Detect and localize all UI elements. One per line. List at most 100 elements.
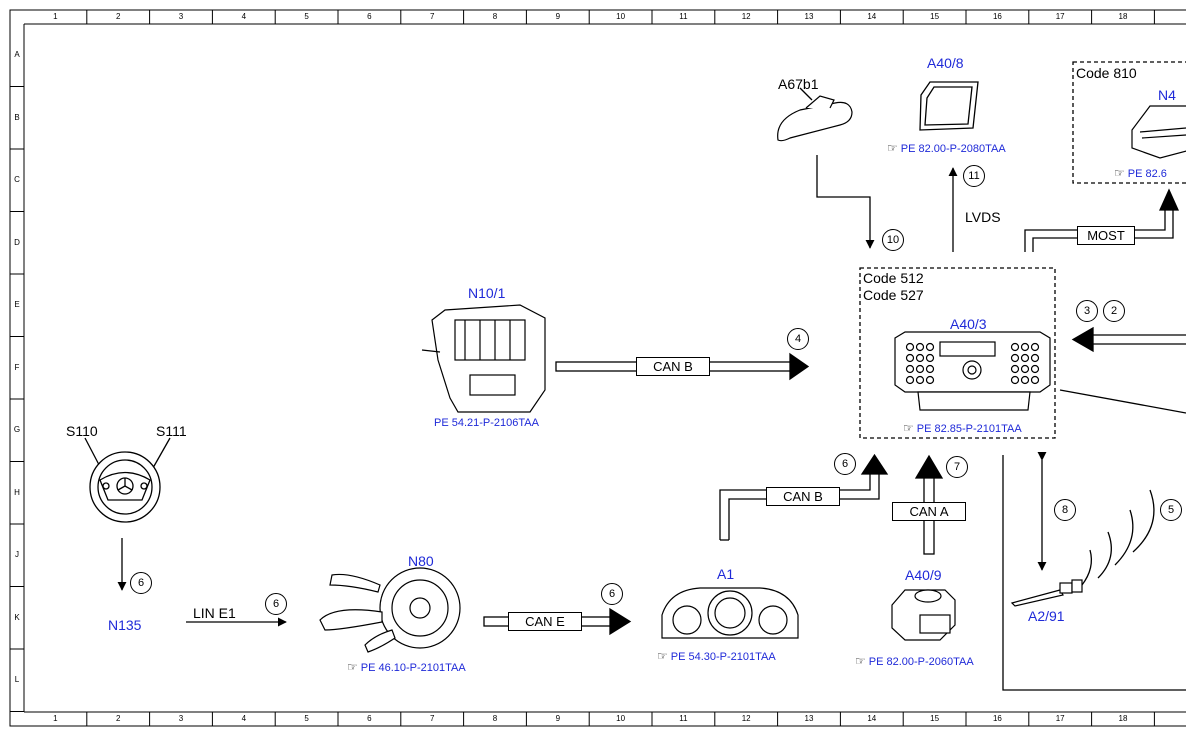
label-n10-1: N10/1 [468,285,506,301]
headunit-button [1030,364,1040,374]
label-a40-9: A40/9 [905,567,942,583]
ref-a40-8-text: PE 82.00-P-2080TAA [900,143,1006,155]
callout-6-lin: 6 [265,593,287,615]
grid-row-label: L [14,675,20,685]
grid-ticks [10,10,1155,726]
headunit-button [915,375,925,385]
label-a1: A1 [717,566,735,582]
grid-col-label: 1 [53,12,58,21]
ref-n80[interactable]: ☞PE 46.10-P-2101TAA [347,661,466,675]
ref-n40-text: PE 82.6 [1127,168,1167,180]
grid-col-label: 7 [429,714,435,723]
ref-a1[interactable]: ☞PE 54.30-P-2101TAA [657,650,776,664]
label-n135: N135 [108,617,142,633]
headunit-button [915,353,925,363]
ref-n10-1[interactable]: PE 54.21-P-2106TAA [434,417,539,429]
headunit-a40-3-drawing [894,331,1051,411]
grid-col-label: 3 [178,12,184,21]
headunit-button [1010,375,1020,385]
headunit-button [1020,342,1030,352]
headunit-button [925,353,935,363]
grid-col-label: 5 [304,12,309,21]
bus-most: MOST [1077,226,1135,245]
grid-col-label: 10 [616,12,626,21]
grid-col-label: 12 [741,12,751,21]
grid-col-label: 18 [1118,12,1128,21]
grid-row-label: H [14,487,20,497]
pointing-hand-icon: ☞ [887,141,898,155]
bus-can-b-1: CAN B [636,357,710,376]
headunit-button [1010,353,1020,363]
grid-col-label: 2 [115,12,121,21]
steering-wheel-drawing [89,451,161,523]
headunit-button [925,364,935,374]
label-a40-3: A40/3 [950,316,987,332]
headunit-button [905,364,915,374]
ref-a40-3-text: PE 82.85-P-2101TAA [916,423,1022,435]
label-n40: N4 [1158,87,1176,103]
grid-row-label: K [14,612,20,622]
grid-row-label: J [15,550,19,560]
callout-6-can-b: 6 [834,453,856,475]
headunit-button [1020,353,1030,363]
pointing-hand-icon: ☞ [903,421,914,435]
grid-col-label: 1 [53,714,58,723]
controller-a40-9-drawing [891,589,956,641]
callout-8: 8 [1054,499,1076,521]
headunit-button [1030,375,1040,385]
pointing-hand-icon: ☞ [657,649,668,663]
label-n80: N80 [408,553,434,569]
headunit-button [1030,342,1040,352]
ref-a40-8[interactable]: ☞PE 82.00-P-2080TAA [887,142,1006,156]
module-n10-1-drawing [421,304,546,413]
ref-n80-text: PE 46.10-P-2101TAA [360,662,466,674]
grid-col-label: 8 [492,12,498,21]
headunit-button [915,364,925,374]
headunit-button [905,375,915,385]
label-s110: S110 [66,423,98,439]
grid-col-label: 10 [616,714,626,723]
headunit-button [1010,364,1020,374]
grid-col-label: 15 [930,12,940,21]
grid-col-label: 2 [115,714,121,723]
ref-a40-9-text: PE 82.00-P-2060TAA [868,656,974,668]
grid-col-label: 5 [304,714,309,723]
label-s111: S111 [156,423,187,439]
callout-5: 5 [1160,499,1182,521]
grid-col-label: 3 [178,714,184,723]
ref-a40-3[interactable]: ☞PE 82.85-P-2101TAA [903,422,1022,436]
module-n40-drawing [1131,105,1186,159]
label-a40-8: A40/8 [927,55,964,71]
bus-can-e: CAN E [508,612,582,631]
grid-col-label: 8 [492,714,498,723]
bus-lvds: LVDS [965,209,1001,225]
drawing-frame [9,9,1186,727]
grid-col-label: 9 [555,12,561,21]
ref-n40[interactable]: ☞PE 82.6 [1114,167,1167,181]
bus-can-b-2: CAN B [766,487,840,506]
headunit-button [1030,353,1040,363]
antenna-a2-91-drawing [1010,579,1083,607]
grid-col-label: 4 [241,714,247,723]
grid-col-label: 15 [930,714,940,723]
grid-col-label: 11 [679,12,688,21]
callout-4: 4 [787,328,809,350]
grid-col-label: 6 [367,714,372,723]
pointing-hand-icon: ☞ [1114,166,1125,180]
display-a40-8-drawing [919,81,979,131]
grid-col-label: 17 [1055,714,1065,723]
grid-col-label: 16 [992,12,1002,21]
ref-a1-text: PE 54.30-P-2101TAA [670,651,776,663]
grid-col-label: 13 [804,714,814,723]
grid-col-label: 6 [367,12,372,21]
headunit-button [1010,342,1020,352]
callout-7: 7 [946,456,968,478]
label-a67b1: A67b1 [778,76,819,92]
grid-row-label: A [14,50,20,60]
grid-col-label: 12 [741,714,751,723]
ref-a40-9[interactable]: ☞PE 82.00-P-2060TAA [855,655,974,669]
grid-col-label: 4 [241,12,247,21]
grid-col-label: 11 [679,714,688,723]
callout-2: 2 [1103,300,1125,322]
